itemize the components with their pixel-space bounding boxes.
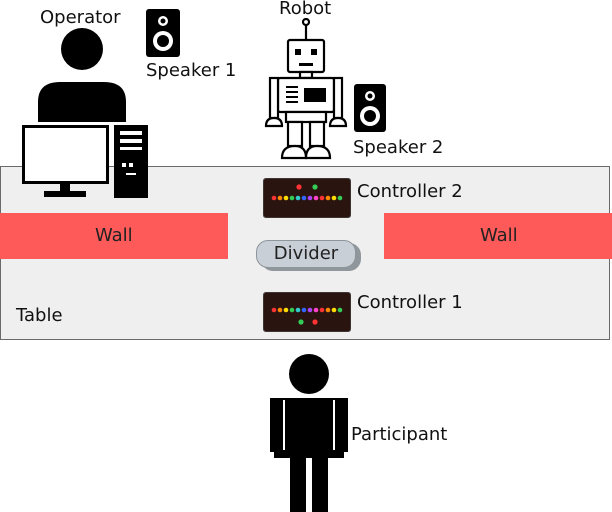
divider: Divider — [256, 240, 356, 268]
speaker-2-label: Speaker 2 — [353, 137, 444, 158]
operator-icon — [38, 28, 126, 122]
speaker-1-icon — [146, 9, 180, 57]
desktop-computer-icon — [22, 125, 148, 198]
wall-right-label: Wall — [480, 225, 518, 246]
participant-icon — [270, 354, 348, 512]
wall-right: Wall — [384, 213, 612, 259]
wall-left-label: Wall — [95, 225, 133, 246]
speaker-2-icon — [354, 84, 386, 132]
robot-icon — [264, 18, 348, 160]
controller-2-label: Controller 2 — [357, 181, 463, 202]
robot-label: Robot — [279, 0, 332, 19]
participant-label: Participant — [351, 424, 448, 445]
controller-1-icon — [263, 292, 351, 332]
controller-2-icon — [263, 178, 351, 218]
operator-label: Operator — [40, 7, 121, 28]
wall-left: Wall — [0, 213, 228, 259]
speaker-1-label: Speaker 1 — [146, 60, 237, 81]
controller-1-label: Controller 1 — [357, 292, 463, 313]
table-label: Table — [16, 305, 63, 326]
